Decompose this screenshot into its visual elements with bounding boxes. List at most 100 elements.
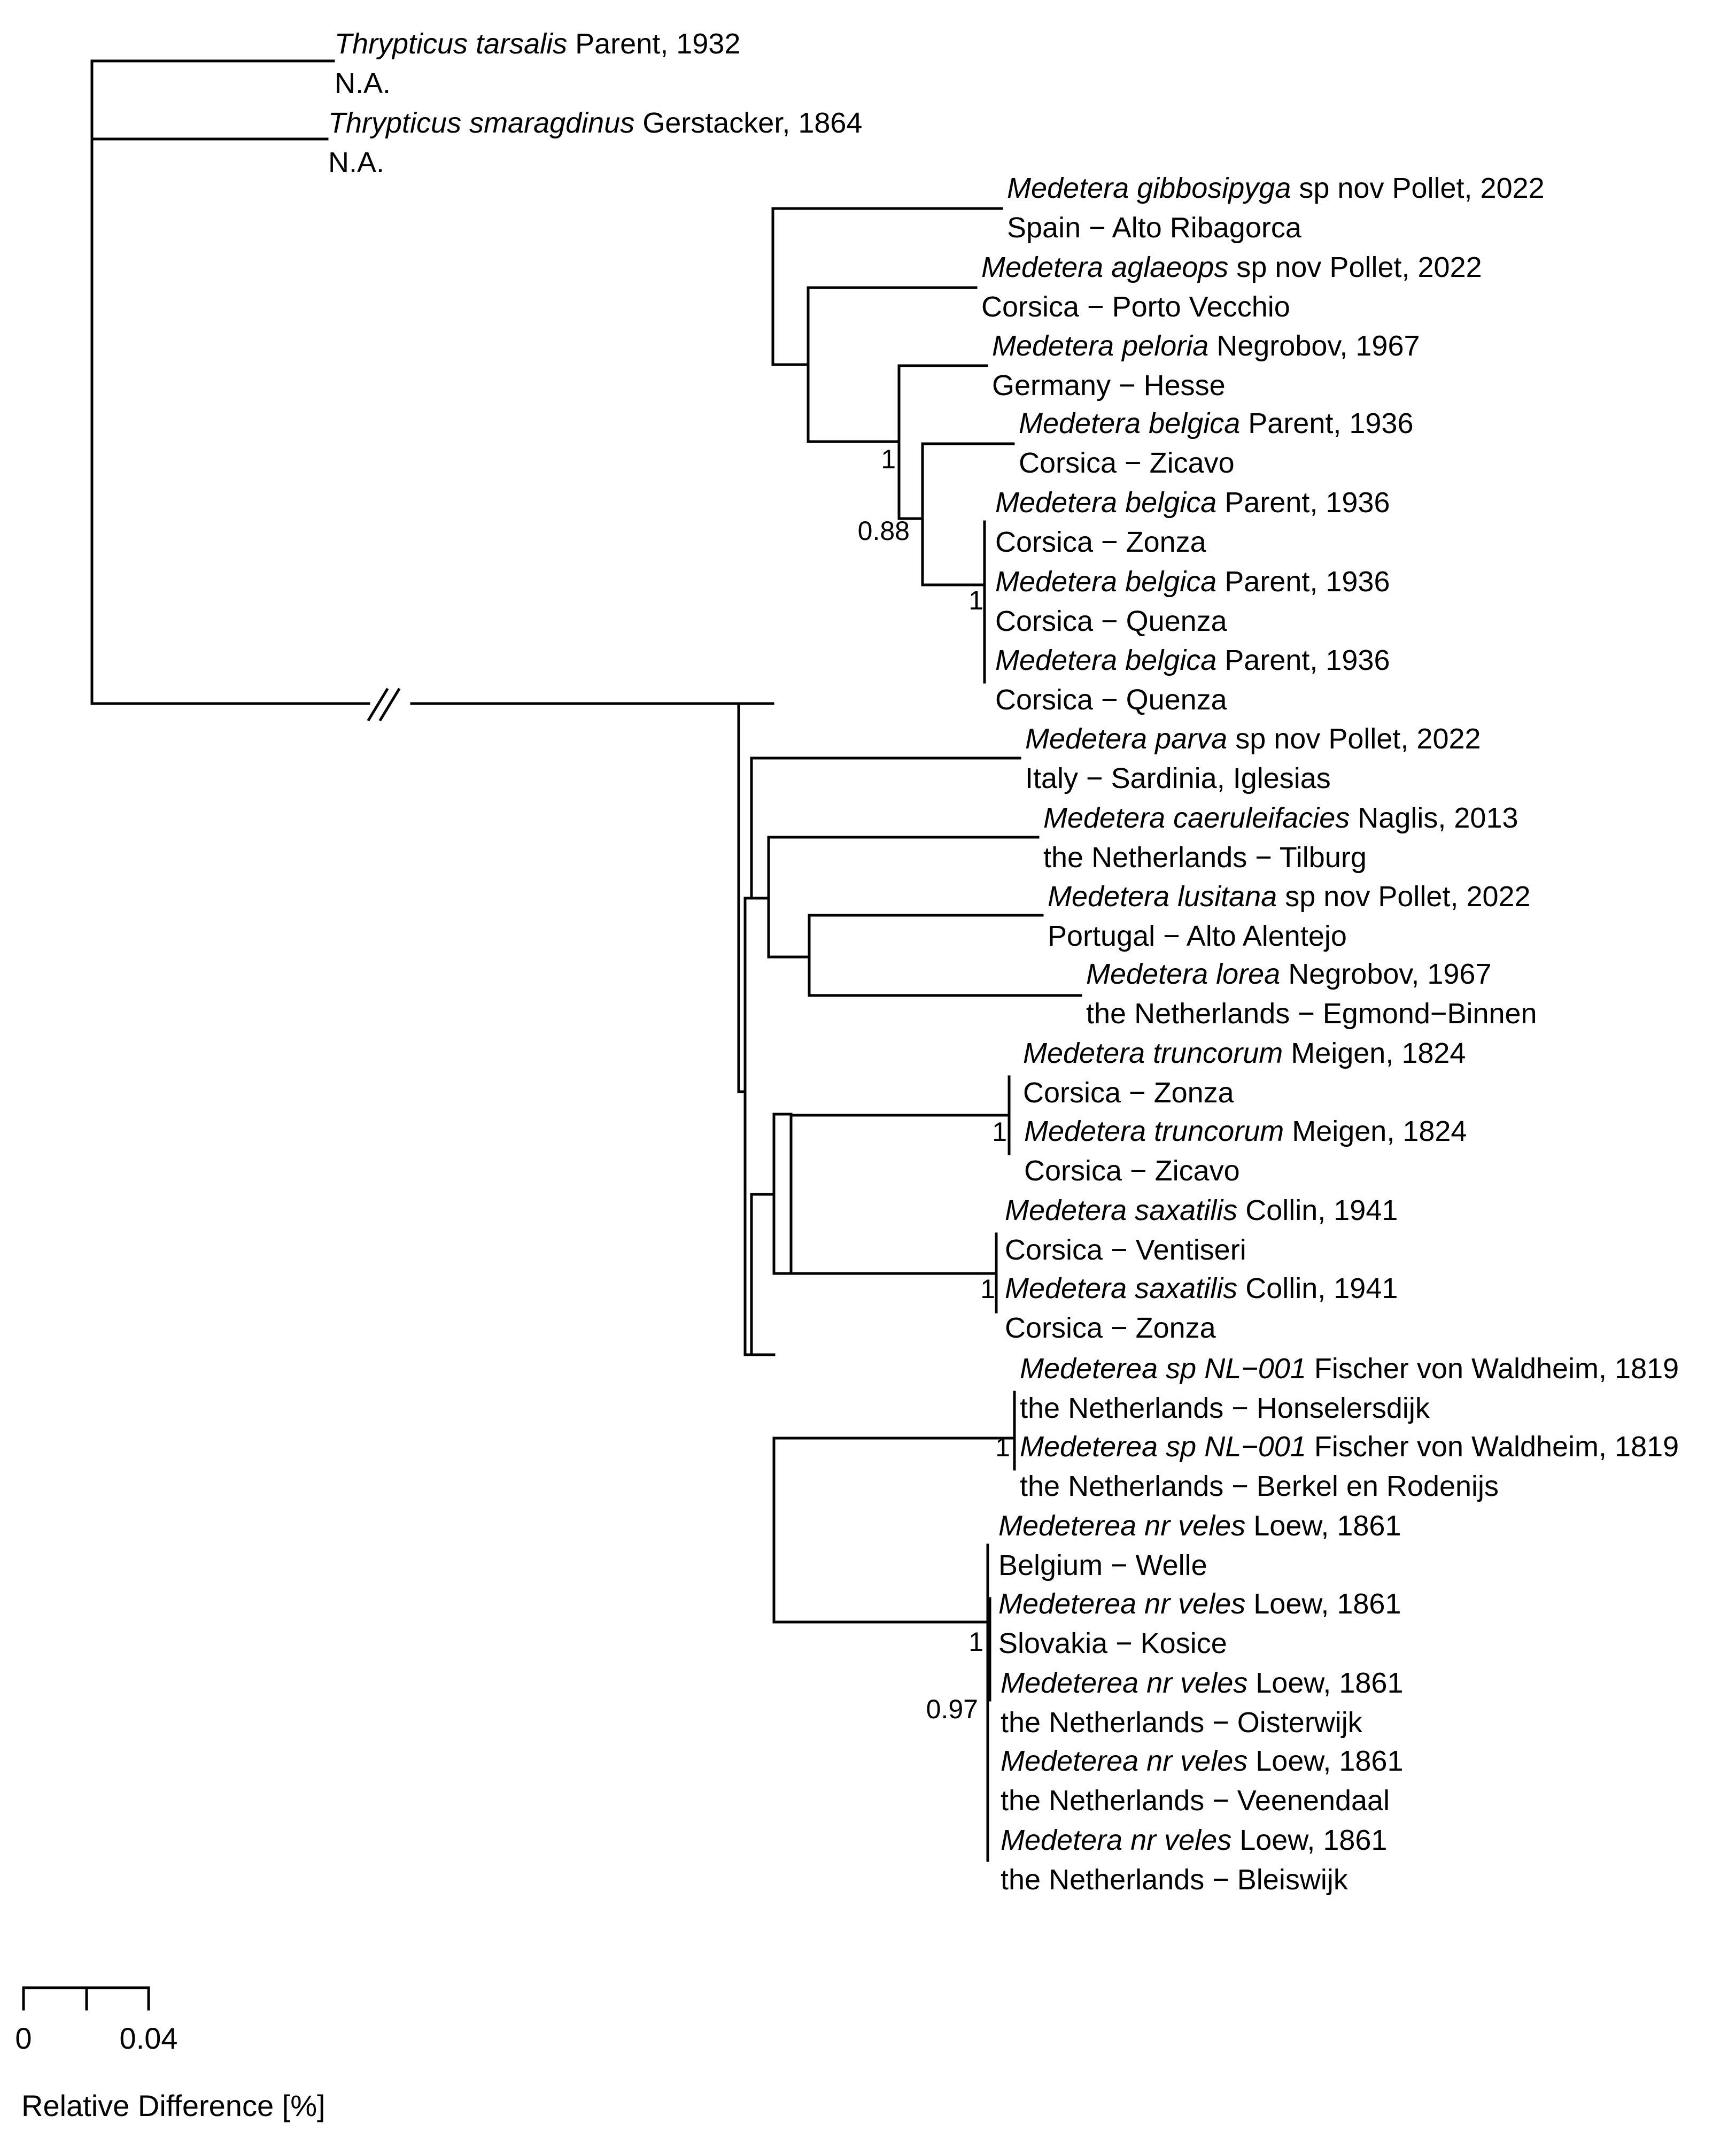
leaf-locality-label: Corsica − Porto Vecchio [981,291,1290,323]
taxon-name: Medetera lusitana [1048,881,1285,913]
leaf-locality-label: the Netherlands − Oisterwijk [1001,1707,1363,1739]
taxon-name: Medetera belgica [995,644,1224,676]
taxon-author: Parent, 1936 [1224,487,1390,519]
taxon-author: Negrobov, 1967 [1216,330,1420,362]
taxon-name: Medetera nr veles [1001,1824,1239,1856]
leaf-locality-label: Corsica − Zicavo [1024,1155,1240,1187]
leaf-locality-label: Slovakia − Kosice [998,1627,1227,1659]
leaf-locality-label: Italy − Sardinia, Iglesias [1025,762,1331,794]
leaf-locality-label: Corsica − Zonza [995,526,1207,558]
leaf-taxon-label: Medetera caeruleifacies Naglis, 2013 [1043,802,1518,834]
leaf-taxon-label: Medetera lorea Negrobov, 1967 [1086,958,1492,990]
leaf-taxon-label: Medetera gibbosipyga sp nov Pollet, 2022 [1007,172,1545,204]
tree-branches [90,59,1082,1862]
taxon-name: Medetera aglaeops [981,251,1236,283]
taxon-author: Naglis, 2013 [1358,802,1518,834]
leaf-locality-label: N.A. [328,146,384,179]
taxon-name: Medeterea nr veles [1001,1667,1256,1699]
leaf-taxon-label: Thrypticus smaragdinus Gerstacker, 1864 [328,107,862,139]
taxon-name: Medetera gibbosipyga [1007,172,1299,204]
taxon-author: Meigen, 1824 [1292,1115,1467,1147]
taxon-author: Loew, 1861 [1253,1588,1401,1620]
taxon-author: Collin, 1941 [1245,1194,1398,1226]
taxon-author: Parent, 1936 [1248,407,1413,439]
taxon-author: Gerstacker, 1864 [642,107,862,139]
scale-bar-axis-label: Relative Difference [%] [21,2089,326,2122]
leaf-locality-label: N.A. [335,67,391,99]
leaf-locality-label: Germany − Hesse [992,369,1226,402]
taxon-author: Fischer von Waldheim, 1819 [1314,1353,1679,1385]
leaf-taxon-label: Medetera aglaeops sp nov Pollet, 2022 [981,251,1482,283]
taxon-author: Loew, 1861 [1256,1667,1403,1699]
taxon-author: Loew, 1861 [1253,1510,1401,1542]
taxon-name: Medetera caeruleifacies [1043,802,1358,834]
scale-bar: 0 0.04 Relative Difference [%] [15,1986,326,2122]
taxon-name: Medetera saxatilis [1005,1194,1245,1226]
taxon-author: sp nov Pollet, 2022 [1235,723,1481,755]
scale-bar-line [22,1986,150,2011]
support-value: 0.88 [858,516,910,546]
taxon-author: Parent, 1932 [575,28,740,60]
taxon-name: Medeterea nr veles [1001,1745,1256,1777]
tree-branch [378,688,401,722]
leaf-taxon-label: Medetera belgica Parent, 1936 [1019,407,1414,439]
leaf-taxon-label: Medeterea nr veles Loew, 1861 [998,1588,1401,1620]
leaf-locality-label: Belgium − Welle [998,1549,1207,1581]
taxon-name: Medetera truncorum [1024,1115,1292,1147]
leaf-taxon-label: Medetera saxatilis Collin, 1941 [1005,1194,1398,1226]
taxon-name: Medeterea nr veles [998,1588,1253,1620]
leaf-taxon-label: Medetera truncorum Meigen, 1824 [1024,1115,1467,1147]
leaf-taxon-label: Medetera nr veles Loew, 1861 [1001,1824,1387,1856]
leaf-taxon-label: Medeterea nr veles Loew, 1861 [1001,1745,1404,1777]
taxon-name: Medetera parva [1025,723,1235,755]
taxon-name: Thrypticus tarsalis [335,28,575,60]
support-value: 1 [881,444,896,474]
leaf-taxon-label: Medetera peloria Negrobov, 1967 [992,330,1420,362]
scale-bar-tick-end: 0.04 [120,2021,178,2055]
taxon-name: Medetera saxatilis [1005,1272,1245,1304]
leaf-taxon-label: Medetera belgica Parent, 1936 [995,487,1390,519]
taxon-author: sp nov Pollet, 2022 [1236,251,1482,283]
leaf-locality-label: the Netherlands − Berkel en Rodenijs [1020,1470,1499,1502]
taxon-name: Medetera peloria [992,330,1216,362]
taxon-name: Medetera lorea [1086,958,1288,990]
taxon-name: Medeterea nr veles [998,1510,1253,1542]
leaf-taxon-label: Medetera saxatilis Collin, 1941 [1005,1272,1398,1304]
taxon-author: Parent, 1936 [1224,566,1390,598]
taxon-author: Parent, 1936 [1224,644,1390,676]
taxon-name: Medetera truncorum [1023,1037,1291,1069]
taxon-name: Medeterea sp NL−001 [1020,1431,1314,1463]
support-value: 0.97 [926,1694,978,1724]
taxon-author: Fischer von Waldheim, 1819 [1314,1431,1679,1463]
taxon-author: Collin, 1941 [1245,1272,1398,1304]
taxon-name: Thrypticus smaragdinus [328,107,642,139]
taxon-name: Medeterea sp NL−001 [1020,1353,1314,1385]
taxon-author: Meigen, 1824 [1291,1037,1466,1069]
taxon-author: sp nov Pollet, 2022 [1285,881,1530,913]
taxon-author: Loew, 1861 [1256,1745,1403,1777]
taxon-author: sp nov Pollet, 2022 [1299,172,1544,204]
taxon-name: Medetera belgica [995,566,1224,598]
leaf-locality-label: the Netherlands − Tilburg [1043,841,1367,874]
leaf-taxon-label: Medeterea nr veles Loew, 1861 [1001,1667,1404,1699]
leaf-taxon-label: Medetera truncorum Meigen, 1824 [1023,1037,1466,1069]
leaf-locality-label: Portugal − Alto Alentejo [1048,920,1347,952]
support-value: 1 [968,585,983,615]
taxon-name: Medetera belgica [1019,407,1248,439]
support-value: 1 [995,1432,1010,1462]
leaf-locality-label: Corsica − Ventiseri [1005,1234,1246,1266]
leaf-taxon-label: Medeterea sp NL−001 Fischer von Waldheim… [1020,1353,1679,1385]
leaf-taxon-label: Thrypticus tarsalis Parent, 1932 [335,28,740,60]
leaf-locality-label: Corsica − Zonza [1023,1077,1235,1109]
tree-branch [367,688,389,722]
taxon-author: Negrobov, 1967 [1288,958,1491,990]
leaf-taxon-label: Medetera belgica Parent, 1936 [995,566,1390,598]
leaf-locality-label: Corsica − Zicavo [1019,447,1235,479]
leaf-locality-label: Spain − Alto Ribagorca [1007,212,1302,244]
leaf-locality-label: the Netherlands − Veenendaal [1001,1785,1390,1817]
leaf-locality-label: the Netherlands − Egmond−Binnen [1086,998,1537,1030]
leaf-taxon-label: Medetera belgica Parent, 1936 [995,644,1390,676]
